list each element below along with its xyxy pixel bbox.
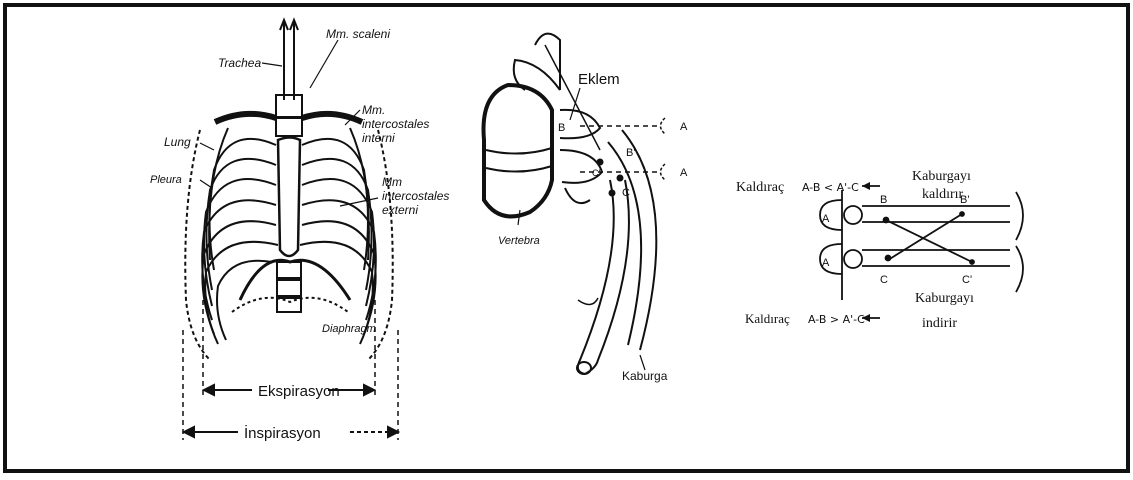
lever-b-prime: B'	[960, 194, 969, 206]
lever-c: C	[880, 274, 888, 286]
vertebra-point-c: C	[622, 187, 630, 199]
lever-top-result-1: Kaburgayı	[912, 169, 971, 184]
expiration-label: Ekspirasyon	[258, 383, 340, 400]
vertebra-point-c-prime: C'	[592, 168, 600, 178]
lever-a-upper: A	[822, 213, 830, 225]
intercostales-interni-label-1: Mm.	[362, 103, 385, 117]
vertebra-point-a1: A	[680, 121, 688, 133]
scaleni-label: Mm. scaleni	[326, 27, 390, 41]
trachea-label: Trachea	[218, 56, 261, 70]
rib-label: Kaburga	[622, 369, 668, 383]
pleura-label: Pleura	[150, 174, 182, 186]
intercostales-externi-label-1: Mm	[382, 175, 402, 189]
intercostales-externi-label-3: externi	[382, 203, 418, 217]
inspiration-label: İnspirasyon	[244, 424, 321, 442]
vertebra-point-b: B	[558, 122, 565, 134]
lever-bottom-result-1: Kaburgayı	[915, 291, 974, 306]
lever-bottom-prefix: Kaldıraç	[745, 311, 790, 326]
intercostales-interni-label-2: intercostales	[362, 117, 429, 131]
lever-bottom-result-2: indirir	[922, 316, 957, 331]
lever-top-prefix: Kaldıraç	[736, 180, 784, 195]
intercostales-externi-label-2: intercostales	[382, 189, 449, 203]
lever-a-lower: A	[822, 257, 830, 269]
lever-b: B	[880, 194, 887, 206]
joint-label: Eklem	[578, 71, 620, 88]
frame-border	[5, 5, 1128, 471]
lever-top-result-2: kaldırır	[922, 187, 964, 202]
lung-label: Lung	[164, 135, 191, 149]
lever-c-prime: C'	[962, 274, 972, 286]
vertebra-point-b-prime: B'	[626, 147, 635, 159]
lever-bottom-formula: A-B > A'-C	[808, 313, 865, 326]
lever-top-formula: A-B < A'-C	[802, 181, 859, 194]
vertebra-label: Vertebra	[498, 235, 540, 247]
diaphragm-label: Diaphragm	[322, 323, 376, 335]
vertebra-point-a2: A	[680, 167, 688, 179]
intercostales-interni-label-3: interni	[362, 131, 395, 145]
